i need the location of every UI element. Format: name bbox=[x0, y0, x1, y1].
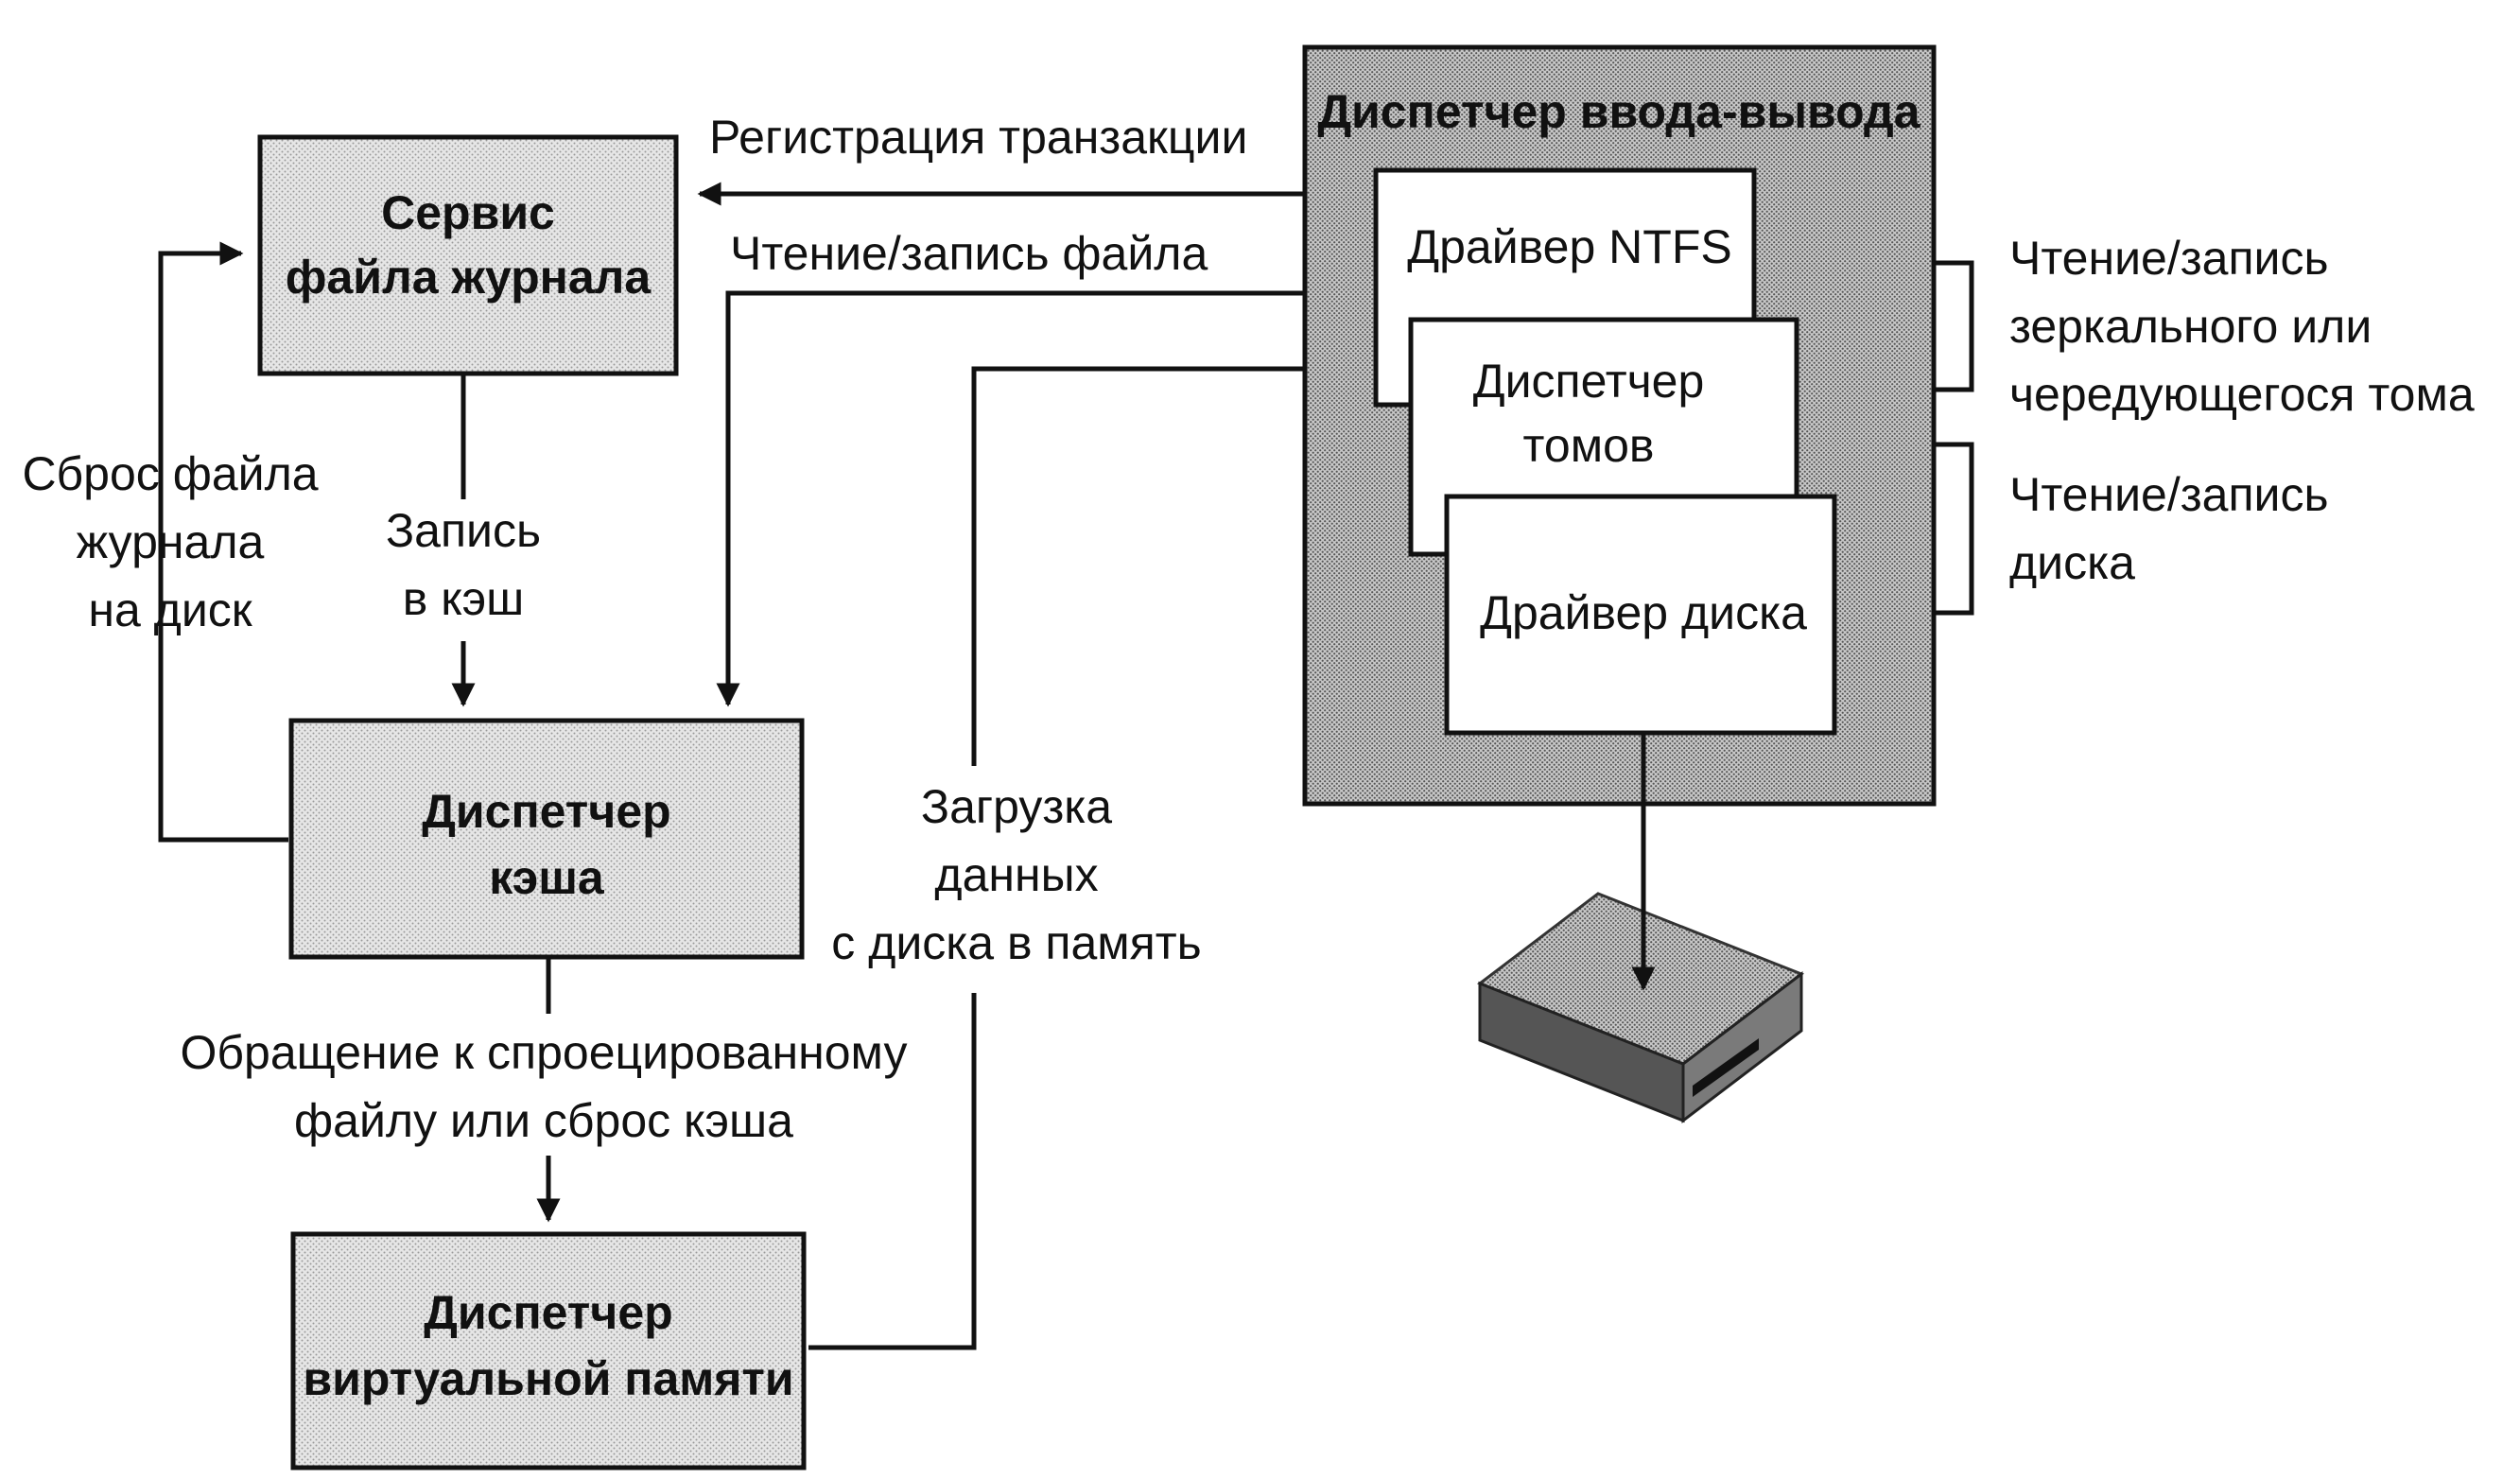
label-load-disk-3: с диска в память bbox=[831, 916, 1201, 969]
label-disk-rw-1: Чтение/запись bbox=[2009, 468, 2329, 521]
file-read-write-arrow bbox=[716, 290, 1381, 707]
flush-log-arrow bbox=[158, 241, 288, 843]
label-disk-rw-2: диска bbox=[2009, 536, 2135, 589]
log-service-box: Сервис файла журнала bbox=[257, 134, 679, 376]
label-file-read-write: Чтение/запись файла bbox=[730, 227, 1208, 280]
label-mapped-access-1: Обращение к спроецированному bbox=[181, 1026, 908, 1079]
volume-manager-label-1: Диспетчер bbox=[1473, 355, 1705, 408]
label-mirror-rw-1: Чтение/запись bbox=[2009, 232, 2329, 285]
disk-drive-icon bbox=[1476, 733, 1805, 1124]
label-mapped-access-2: файлу или сброс кэша bbox=[294, 1094, 793, 1147]
disk-driver-box: Драйвер диска bbox=[1444, 494, 1837, 736]
label-flush-log-1: Сброс файла bbox=[22, 447, 318, 500]
log-service-label-2: файла журнала bbox=[286, 251, 652, 304]
vm-manager-label-1: Диспетчер bbox=[424, 1286, 672, 1339]
cache-manager-label-2: кэша bbox=[489, 851, 605, 904]
volume-manager-label-2: томов bbox=[1523, 419, 1655, 472]
disk-driver-label: Драйвер диска bbox=[1480, 586, 1807, 639]
label-write-cache-2: в кэш bbox=[403, 572, 525, 625]
label-transaction-logging: Регистрация транзакции bbox=[709, 111, 1247, 164]
label-load-disk-2: данных bbox=[934, 848, 1098, 901]
label-flush-log-2: журнала bbox=[77, 515, 265, 568]
label-write-cache-1: Запись bbox=[386, 504, 541, 557]
label-mirror-rw-2: зеркального или bbox=[2009, 300, 2372, 353]
ntfs-driver-label: Драйвер NTFS bbox=[1407, 220, 1731, 273]
vm-manager-label-2: виртуальной памяти bbox=[303, 1352, 793, 1405]
cache-manager-box: Диспетчер кэша bbox=[288, 718, 805, 960]
log-service-label-1: Сервис bbox=[381, 186, 555, 239]
label-flush-log-3: на диск bbox=[88, 583, 252, 636]
label-mirror-rw-3: чередующегося тома bbox=[2009, 368, 2475, 421]
vm-manager-box: Диспетчер виртуальной памяти bbox=[290, 1231, 807, 1470]
label-load-disk-1: Загрузка bbox=[921, 780, 1112, 833]
io-manager-title: Диспетчер ввода-вывода bbox=[1317, 85, 1920, 138]
cache-manager-label-1: Диспетчер bbox=[422, 785, 670, 838]
edge-labels: Регистрация транзакции Чтение/запись фай… bbox=[22, 111, 2475, 1156]
